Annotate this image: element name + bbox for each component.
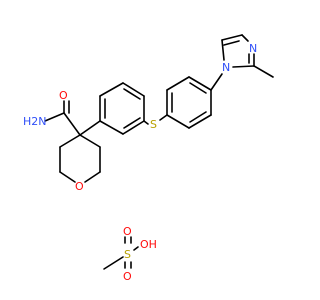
bond (79, 120, 101, 136)
bond (223, 40, 240, 46)
bond (188, 76, 212, 91)
bond (122, 82, 145, 97)
molecule-structure: H2N O O S N N S O O OH (23, 34, 274, 283)
sulfonyl-oxygen-bottom-label: O (123, 270, 132, 283)
bond (99, 82, 124, 97)
bond (59, 171, 76, 183)
thioether-sulfur-label: S (150, 118, 157, 131)
bond (103, 256, 124, 270)
bond (122, 120, 145, 135)
bond (133, 246, 139, 251)
bond (159, 114, 168, 121)
sulfonyl-sulfur-label: S (124, 248, 131, 261)
bond (221, 34, 243, 41)
sulfonyl-oxygen-top-label: O (123, 225, 132, 238)
bond (44, 112, 65, 122)
amine-label: H2N (23, 115, 47, 128)
bond (189, 111, 207, 123)
bond (253, 65, 274, 78)
bond (210, 73, 223, 91)
bond (59, 134, 81, 148)
bond (221, 39, 225, 61)
bond (241, 34, 249, 42)
bond (123, 88, 141, 100)
bond (84, 171, 101, 183)
bond (189, 82, 207, 94)
ring-oxygen-label: O (75, 180, 84, 193)
bond (99, 120, 124, 135)
imidazole-n1-label: N (222, 61, 230, 74)
imidazole-n3-label: N (249, 42, 257, 55)
bond (188, 114, 212, 129)
bond (232, 65, 255, 68)
bond (63, 112, 81, 136)
bond (143, 120, 149, 125)
bond (79, 134, 101, 148)
bond (166, 114, 190, 129)
hydroxyl-label: OH (140, 238, 157, 251)
bond (166, 76, 190, 91)
amide-oxygen-label: O (59, 89, 68, 102)
bond (123, 117, 141, 129)
